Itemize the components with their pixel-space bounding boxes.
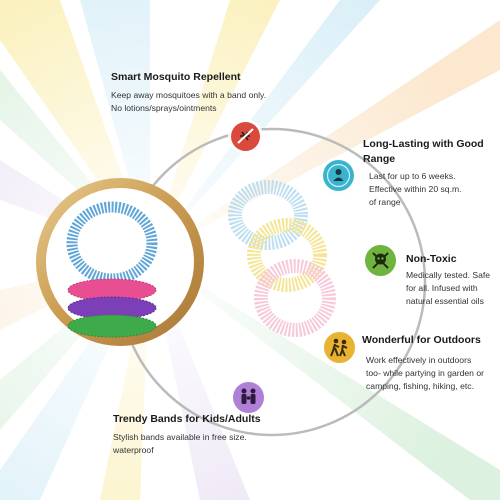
green-band — [67, 314, 157, 338]
feature-description: Stylish bands available in free size. wa… — [113, 432, 247, 455]
feature-outdoors: Wonderful for Outdoors Work effectively … — [362, 333, 500, 393]
feature-long-lasting: Long-Lasting with Good Range Last for up… — [363, 137, 498, 209]
feature-trendy-bands: Trendy Bands for Kids/Adults Stylish ban… — [113, 412, 313, 457]
pale-coil-bands — [228, 180, 336, 337]
feature-description: Keep away mosquitoes with a band only. N… — [111, 90, 267, 113]
feature-title: Non-Toxic — [406, 253, 457, 265]
feature-title: Smart Mosquito Repellent — [111, 71, 241, 83]
skull-crossed-icon — [365, 245, 396, 276]
feature-smart-repellent: Smart Mosquito Repellent Keep away mosqu… — [111, 70, 311, 115]
feature-description: Medically tested. Safe for all. Infused … — [406, 270, 491, 306]
product-frame — [36, 178, 204, 346]
family-icon — [233, 382, 264, 413]
no-mosquito-icon — [231, 122, 260, 151]
feature-description: Work effectively in outdoors too- while … — [366, 355, 484, 391]
feature-non-toxic: Non-Toxic Medically tested. Safe for all… — [406, 252, 500, 308]
feature-title: Long-Lasting with Good Range — [363, 138, 484, 165]
feature-description: Last for up to 6 weeks. Effective within… — [369, 171, 462, 207]
hikers-icon — [324, 332, 355, 363]
feature-title: Trendy Bands for Kids/Adults — [113, 413, 261, 425]
range-person-icon — [323, 160, 354, 191]
feature-title: Wonderful for Outdoors — [362, 334, 481, 346]
